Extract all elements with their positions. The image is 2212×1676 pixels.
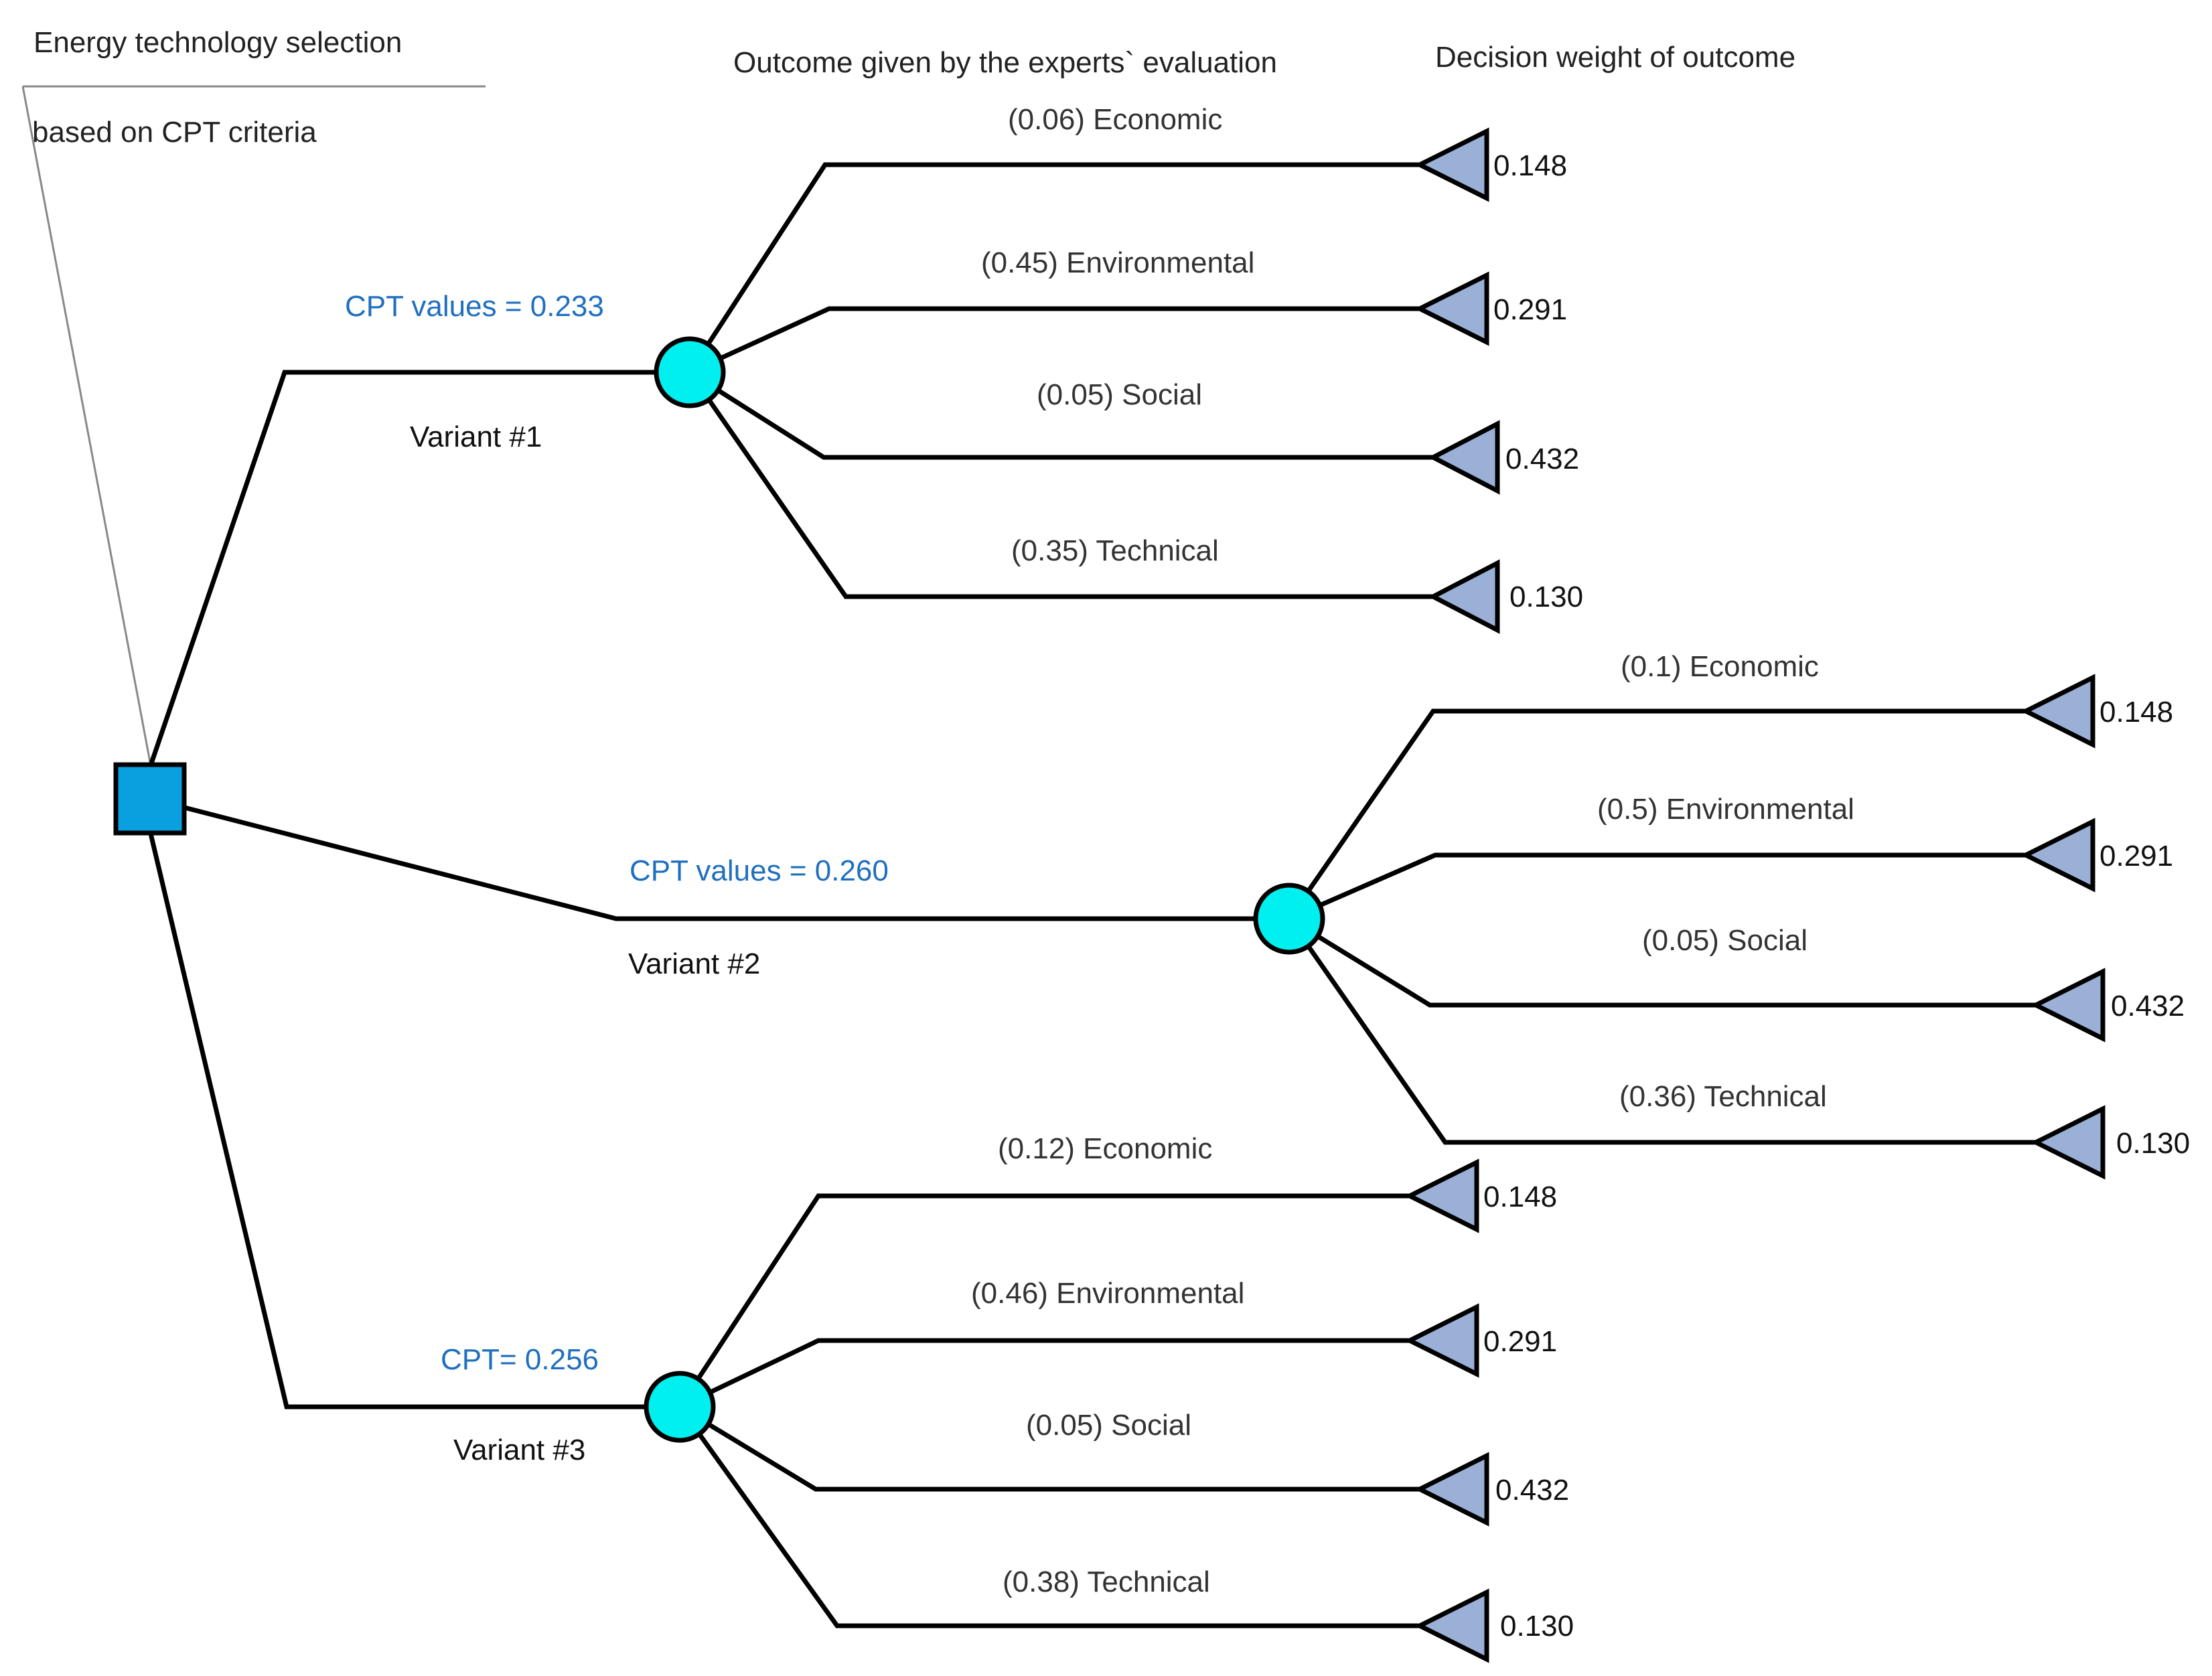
variant-1-outcome-1-weight: 0.148 <box>1493 149 1567 182</box>
variant-1-outcome-4-branch <box>688 371 1433 599</box>
variant-3-outcome-2-branch <box>678 1338 1410 1410</box>
terminal-triangle <box>2020 818 2095 893</box>
variant-3-outcome-3-weight: 0.432 <box>1495 1474 1569 1507</box>
variant-3-outcome-2-label: (0.46) Environmental <box>971 1277 1244 1310</box>
variant-1-outcome-2-weight: 0.291 <box>1493 293 1567 326</box>
variant-1-outcome-1-label: (0.06) Economic <box>1008 103 1222 136</box>
variant-3-label: Variant #3 <box>453 1434 585 1466</box>
terminal-triangle <box>1404 1303 1479 1378</box>
variant-3-outcome-4-weight: 0.130 <box>1500 1610 1574 1643</box>
title-line-1: Energy technology selection <box>33 26 402 59</box>
outcome-column-header: Outcome given by the experts` evaluation <box>733 46 1277 79</box>
variant-1-outcome-1-branch <box>688 162 1420 374</box>
variant-3-chance-node <box>644 1371 716 1443</box>
variant-1-outcome-4-label: (0.35) Technical <box>1011 534 1219 567</box>
variant-2-outcome-2-label: (0.5) Environmental <box>1597 793 1854 826</box>
variant-1-outcome-4-weight: 0.130 <box>1509 581 1583 613</box>
variant-1-outcome-3-weight: 0.432 <box>1505 443 1579 475</box>
variant-2-outcome-4-label: (0.36) Technical <box>1619 1080 1827 1113</box>
terminal-triangle <box>1428 559 1500 634</box>
variant-2-chance-node <box>1253 883 1325 955</box>
decision-node-square <box>113 762 187 836</box>
variant-1-outcome-2-branch <box>688 306 1420 375</box>
variant-3-outcome-3-branch <box>678 1405 1420 1492</box>
variant-3-outcome-1-label: (0.12) Economic <box>998 1132 1212 1165</box>
variant-2-outcome-4-weight: 0.130 <box>2116 1127 2190 1160</box>
variant-2-cpt-value: CPT values = 0.260 <box>630 854 889 887</box>
variant-3-outcome-1-branch <box>678 1193 1410 1408</box>
terminal-triangle <box>1414 1588 1489 1663</box>
variant-1-outcome-2-label: (0.45) Environmental <box>981 246 1254 279</box>
weight-column-header: Decision weight of outcome <box>1435 41 1795 74</box>
title-line-2: based on CPT criteria <box>32 116 317 149</box>
terminal-triangle <box>2020 674 2095 749</box>
variant-2-label: Variant #2 <box>628 947 760 980</box>
variant-2-outcome-3-label: (0.05) Social <box>1642 924 1808 957</box>
variant-3-outcome-3-label: (0.05) Social <box>1026 1409 1191 1442</box>
terminal-triangle <box>1414 127 1489 202</box>
variant-3-branch <box>148 833 680 1410</box>
variant-3-outcome-4-label: (0.38) Technical <box>1003 1566 1210 1598</box>
variant-2-outcome-4-branch <box>1287 917 2036 1145</box>
variant-1-chance-node <box>654 336 726 408</box>
variant-2-outcome-2-weight: 0.291 <box>2099 840 2173 872</box>
variant-2-outcome-3-weight: 0.432 <box>2111 990 2185 1022</box>
terminal-triangle <box>1414 271 1489 346</box>
variant-1-label: Variant #1 <box>410 421 542 453</box>
variant-2-outcome-3-branch <box>1288 917 2036 1008</box>
variant-3-outcome-4-branch <box>678 1405 1420 1628</box>
title-connector-line <box>21 86 152 766</box>
terminal-triangle <box>1404 1158 1479 1233</box>
variant-1-outcome-3-label: (0.05) Social <box>1037 378 1202 411</box>
variant-1-outcome-3-branch <box>688 370 1433 460</box>
variant-2-outcome-1-weight: 0.148 <box>2099 696 2173 729</box>
terminal-triangle <box>1414 1452 1489 1527</box>
variant-2-outcome-1-label: (0.1) Economic <box>1621 650 1819 683</box>
variant-2-outcome-1-branch <box>1287 708 2026 920</box>
terminal-triangle <box>2031 968 2106 1043</box>
variant-3-cpt-value: CPT= 0.256 <box>441 1343 599 1376</box>
variant-2-outcome-2-branch <box>1288 852 2026 921</box>
variant-3-outcome-2-weight: 0.291 <box>1483 1325 1557 1358</box>
variant-1-cpt-value: CPT values = 0.233 <box>345 290 604 323</box>
terminal-triangle <box>1428 420 1500 495</box>
variant-1-branch <box>148 370 690 767</box>
variant-2-branch <box>150 796 1289 921</box>
variant-3-outcome-1-weight: 0.148 <box>1483 1180 1557 1213</box>
terminal-triangle <box>2031 1105 2106 1180</box>
